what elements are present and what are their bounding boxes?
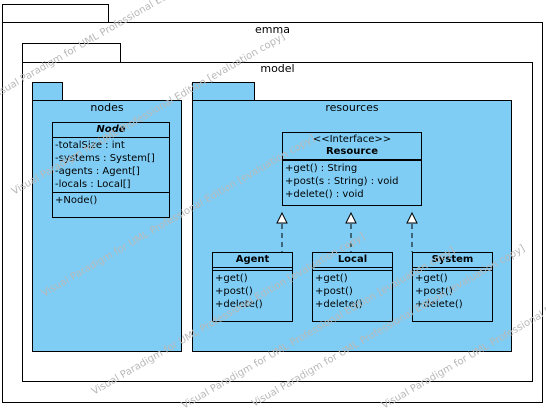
agent-operation: +post(): [215, 286, 253, 297]
system-operation: +delete(): [415, 299, 463, 310]
system-class-operations: +get() +post() +delete(): [413, 271, 492, 312]
node-class-attributes: -totalSize : int -systems : System[] -ag…: [53, 138, 169, 193]
resources-package-title: resources: [325, 101, 379, 114]
nodes-package-tab: [32, 82, 63, 101]
node-attribute: -agents : Agent[]: [55, 166, 140, 177]
agent-class-name: Agent: [213, 253, 292, 268]
resource-interface-operations: +get() : String +post(s : String) : void…: [283, 160, 421, 202]
emma-package-title: emma: [255, 23, 290, 36]
node-attribute: -locals : Local[]: [55, 179, 131, 190]
agent-realization-connector: [276, 211, 288, 252]
system-operation: +get(): [415, 273, 448, 284]
agent-class-operations: +get() +post() +delete(): [213, 271, 292, 312]
node-class-operations: +Node(): [53, 193, 169, 208]
agent-operation: +get(): [215, 273, 248, 284]
node-class-name: Node: [53, 123, 169, 138]
local-operation: +get(): [315, 273, 348, 284]
resource-operation: +get() : String: [285, 163, 358, 174]
local-operation: +post(): [315, 286, 353, 297]
resource-operation: +delete() : void: [285, 189, 364, 200]
agent-class-attributes: [213, 268, 292, 271]
model-package-title: model: [260, 62, 295, 75]
resource-interface-name: Resource: [325, 146, 379, 157]
local-class-attributes: [313, 268, 392, 271]
system-realization-connector: [406, 211, 418, 252]
system-class-name: System: [413, 253, 492, 268]
agent-operation: +delete(): [215, 299, 263, 310]
local-class-operations: +get() +post() +delete(): [313, 271, 392, 312]
emma-package-tab: [2, 4, 109, 23]
system-class[interactable]: System +get() +post() +delete(): [412, 252, 493, 322]
system-operation: +post(): [415, 286, 453, 297]
system-class-attributes: [413, 268, 492, 271]
local-class[interactable]: Local +get() +post() +delete(): [312, 252, 393, 322]
local-class-name: Local: [313, 253, 392, 268]
nodes-package-title: nodes: [90, 101, 124, 114]
resource-stereotype: <<Interface>>: [312, 134, 392, 145]
resource-operation: +post(s : String) : void: [285, 176, 399, 187]
agent-class[interactable]: Agent +get() +post() +delete(): [212, 252, 293, 322]
node-attribute: -systems : System[]: [55, 153, 155, 164]
node-class[interactable]: Node -totalSize : int -systems : System[…: [52, 122, 170, 218]
resource-interface-header: <<Interface>> Resource: [283, 133, 421, 160]
resources-package-tab: [192, 82, 255, 101]
node-attribute: -totalSize : int: [55, 140, 125, 151]
node-operation: +Node(): [55, 195, 98, 206]
model-package-tab: [22, 43, 121, 63]
local-operation: +delete(): [315, 299, 363, 310]
local-realization-connector: [345, 211, 357, 252]
resource-interface[interactable]: <<Interface>> Resource +get() : String +…: [282, 132, 422, 206]
